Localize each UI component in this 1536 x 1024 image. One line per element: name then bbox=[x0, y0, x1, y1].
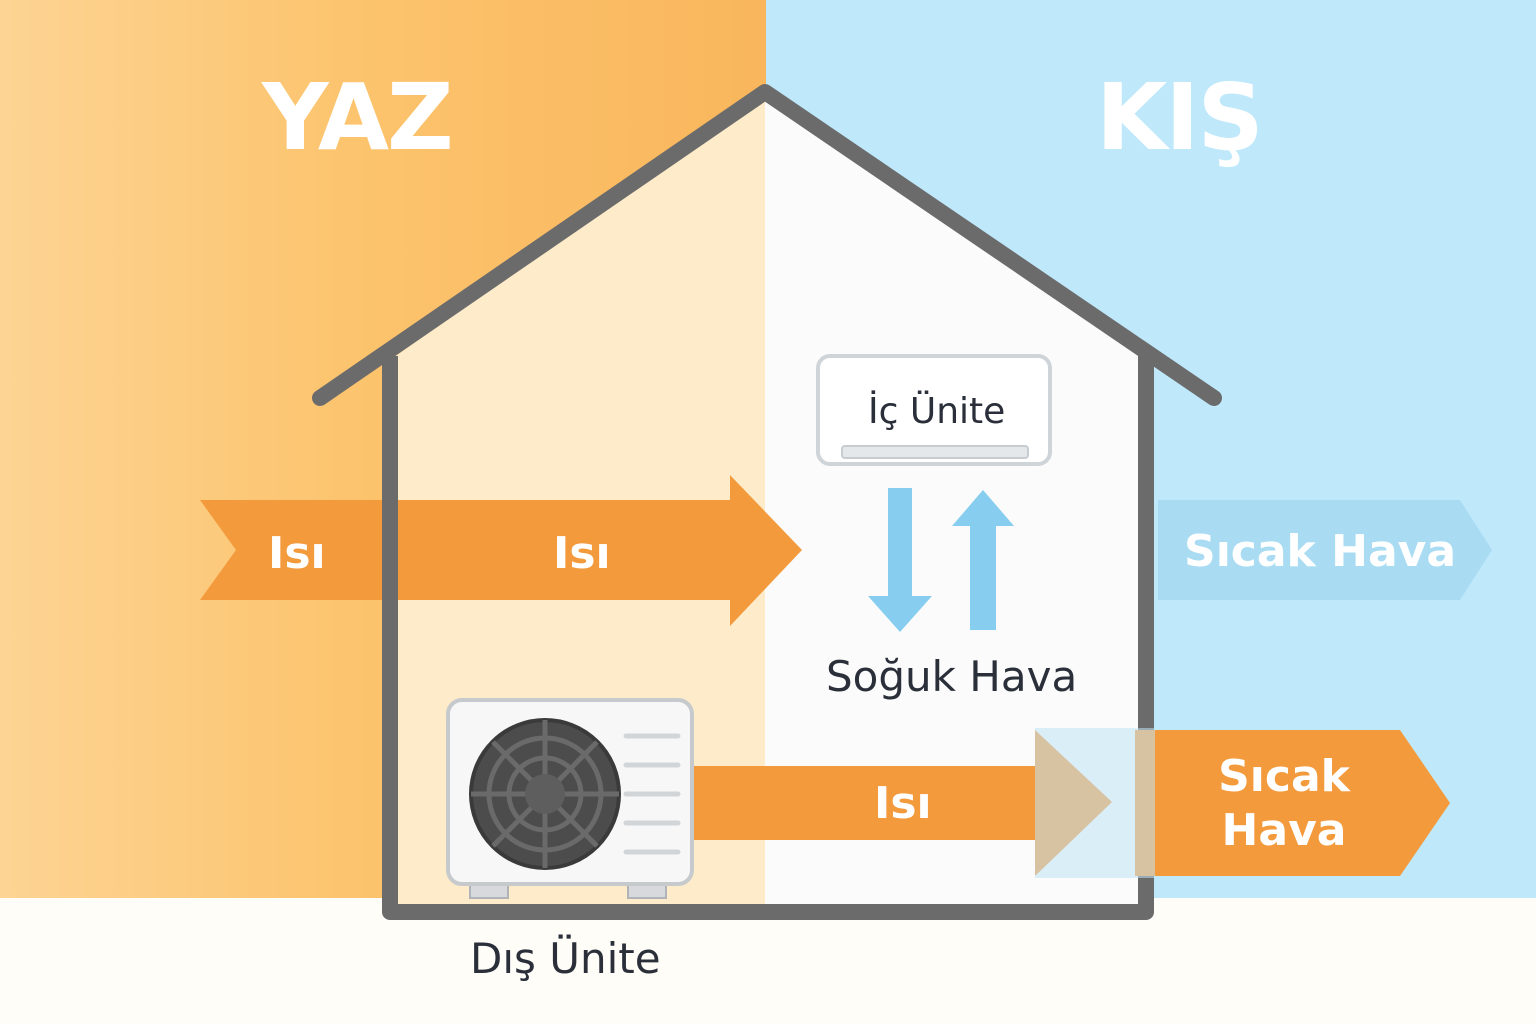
outdoor-unit bbox=[446, 698, 694, 899]
warm-air-line-2: Hava bbox=[1221, 805, 1347, 856]
warm-air-label-winter: Sıcak Hava bbox=[1184, 526, 1457, 577]
indoor-unit bbox=[816, 354, 1052, 466]
warm-air-arrow-winter bbox=[1158, 500, 1492, 600]
heat-label-bottom: Isı bbox=[874, 778, 932, 829]
heat-label-left: Isı bbox=[268, 528, 326, 579]
heat-label-mid: Isı bbox=[553, 528, 611, 579]
warm-air-overlay bbox=[1035, 728, 1155, 878]
heat-arrow-top bbox=[200, 475, 802, 626]
warm-air-line-1: Sıcak bbox=[1218, 751, 1350, 802]
heat-arrow-bottom bbox=[690, 730, 1112, 876]
summer-title: YAZ bbox=[262, 64, 454, 171]
outdoor-unit-label: Dış Ünite bbox=[470, 934, 661, 983]
warm-air-arrow-bottom bbox=[1135, 730, 1450, 876]
house-outline bbox=[312, 84, 1222, 406]
air-arrow-down bbox=[868, 488, 932, 632]
winter-title: KIŞ bbox=[1096, 64, 1264, 171]
cold-air-label: Soğuk Hava bbox=[826, 652, 1078, 701]
house-walls bbox=[382, 356, 1154, 920]
air-arrow-up bbox=[952, 490, 1014, 630]
indoor-unit-label: İç Ünite bbox=[868, 391, 1006, 432]
warm-air-label-bottom: Sıcak Hava bbox=[1196, 750, 1372, 858]
house-interior-winter bbox=[765, 95, 1146, 908]
